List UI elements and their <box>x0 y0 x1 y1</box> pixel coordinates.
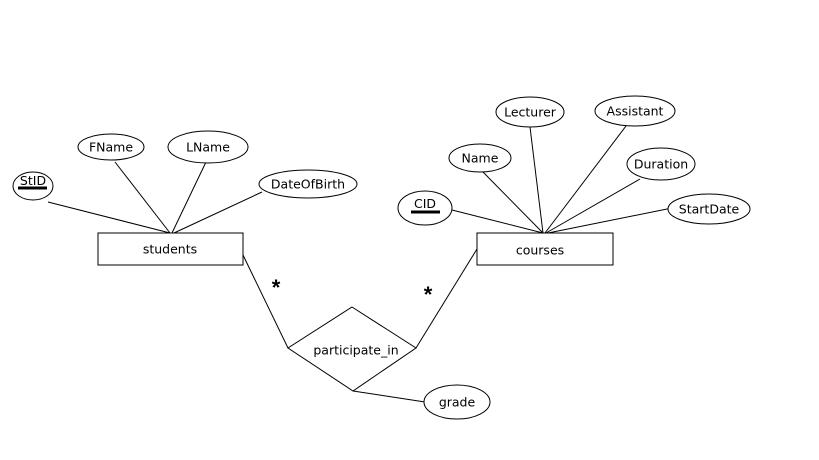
attribute-startdate[interactable]: StartDate <box>667 193 751 225</box>
relationship-participate-in[interactable]: participate_in <box>287 306 417 392</box>
attribute-startdate-label: StartDate <box>679 202 740 217</box>
attribute-fname[interactable]: FName <box>77 133 145 161</box>
attribute-fname-label: FName <box>89 140 133 155</box>
attribute-duration[interactable]: Duration <box>626 147 696 181</box>
edge-cid <box>451 209 544 234</box>
attribute-name-label: Name <box>462 151 499 166</box>
edge-lname <box>171 161 207 234</box>
edge-students-relationship <box>242 254 289 349</box>
cardinality-students: * <box>272 275 281 300</box>
attribute-assistant[interactable]: Assistant <box>594 95 676 127</box>
edge-fname <box>114 161 171 234</box>
edge-grade <box>352 390 426 403</box>
edge-name <box>482 171 544 234</box>
edge-startdate <box>547 207 673 234</box>
attribute-lecturer[interactable]: Lecturer <box>495 96 565 128</box>
entity-courses[interactable]: courses <box>476 232 614 266</box>
attribute-assistant-label: Assistant <box>607 104 664 119</box>
attribute-dateofbirth[interactable]: DateOfBirth <box>258 169 358 199</box>
edge-courses-relationship <box>415 248 478 349</box>
relationship-label: participate_in <box>313 343 398 358</box>
attribute-name[interactable]: Name <box>448 143 512 173</box>
attribute-dateofbirth-label: DateOfBirth <box>271 177 345 192</box>
attribute-cid-label: CID <box>414 196 436 211</box>
attribute-lname-label: LName <box>186 140 230 155</box>
edge-lecturer <box>529 126 544 234</box>
attribute-cid[interactable]: CID <box>397 190 453 226</box>
cardinality-courses: * <box>424 282 433 307</box>
attribute-duration-label: Duration <box>634 157 688 172</box>
attribute-lecturer-label: Lecturer <box>504 105 557 120</box>
edge-duration <box>545 178 641 234</box>
entity-courses-label: courses <box>516 243 564 258</box>
attribute-grade-label: grade <box>439 395 476 410</box>
entity-students-label: students <box>143 242 197 257</box>
attribute-grade[interactable]: grade <box>423 384 491 420</box>
edge-stid <box>47 201 171 234</box>
entity-students[interactable]: students <box>97 232 244 266</box>
attribute-stid[interactable]: StID <box>12 171 54 201</box>
attribute-lname[interactable]: LName <box>167 130 249 164</box>
edge-assistant <box>544 125 627 234</box>
attribute-stid-label: StID <box>20 173 46 188</box>
connectors <box>47 125 673 403</box>
edge-dob <box>173 191 263 234</box>
